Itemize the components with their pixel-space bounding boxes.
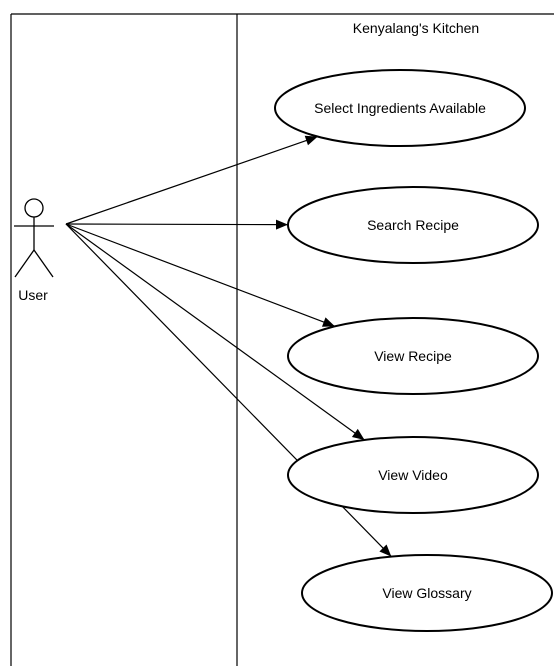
- associations: [65, 135, 392, 557]
- association-line-1: [65, 136, 318, 225]
- arrowhead-5: [379, 544, 392, 557]
- association-line-4: [65, 223, 365, 441]
- system-boundary: Kenyalang's Kitchen: [236, 13, 554, 666]
- usecase-4-label: View Video: [378, 467, 448, 483]
- usecase-1-label: Select Ingredients Available: [314, 100, 486, 116]
- usecase-5-ellipse[interactable]: [301, 554, 553, 632]
- usecase-2-label: Search Recipe: [367, 217, 459, 233]
- arrowhead-4: [351, 428, 365, 440]
- association-line-2: [65, 223, 289, 226]
- usecase-3-ellipse[interactable]: [287, 317, 539, 395]
- usecase-1-ellipse[interactable]: [274, 69, 526, 147]
- association-line-3: [65, 223, 336, 327]
- usecase-3-label: View Recipe: [374, 348, 452, 364]
- actor-user: User: [14, 198, 54, 303]
- usecase-5-label: View Glossary: [382, 585, 471, 601]
- actor-label: User: [18, 287, 48, 303]
- actor-right-leg: [33, 249, 54, 278]
- usecase-4-ellipse[interactable]: [287, 436, 539, 514]
- arrowhead-2: [275, 219, 289, 230]
- actor-head: [24, 198, 44, 218]
- system-title: Kenyalang's Kitchen: [353, 20, 479, 36]
- usecase-2-ellipse[interactable]: [287, 186, 539, 264]
- arrowhead-1: [304, 135, 318, 146]
- arrowhead-3: [321, 317, 335, 327]
- actor-left-leg: [14, 249, 35, 278]
